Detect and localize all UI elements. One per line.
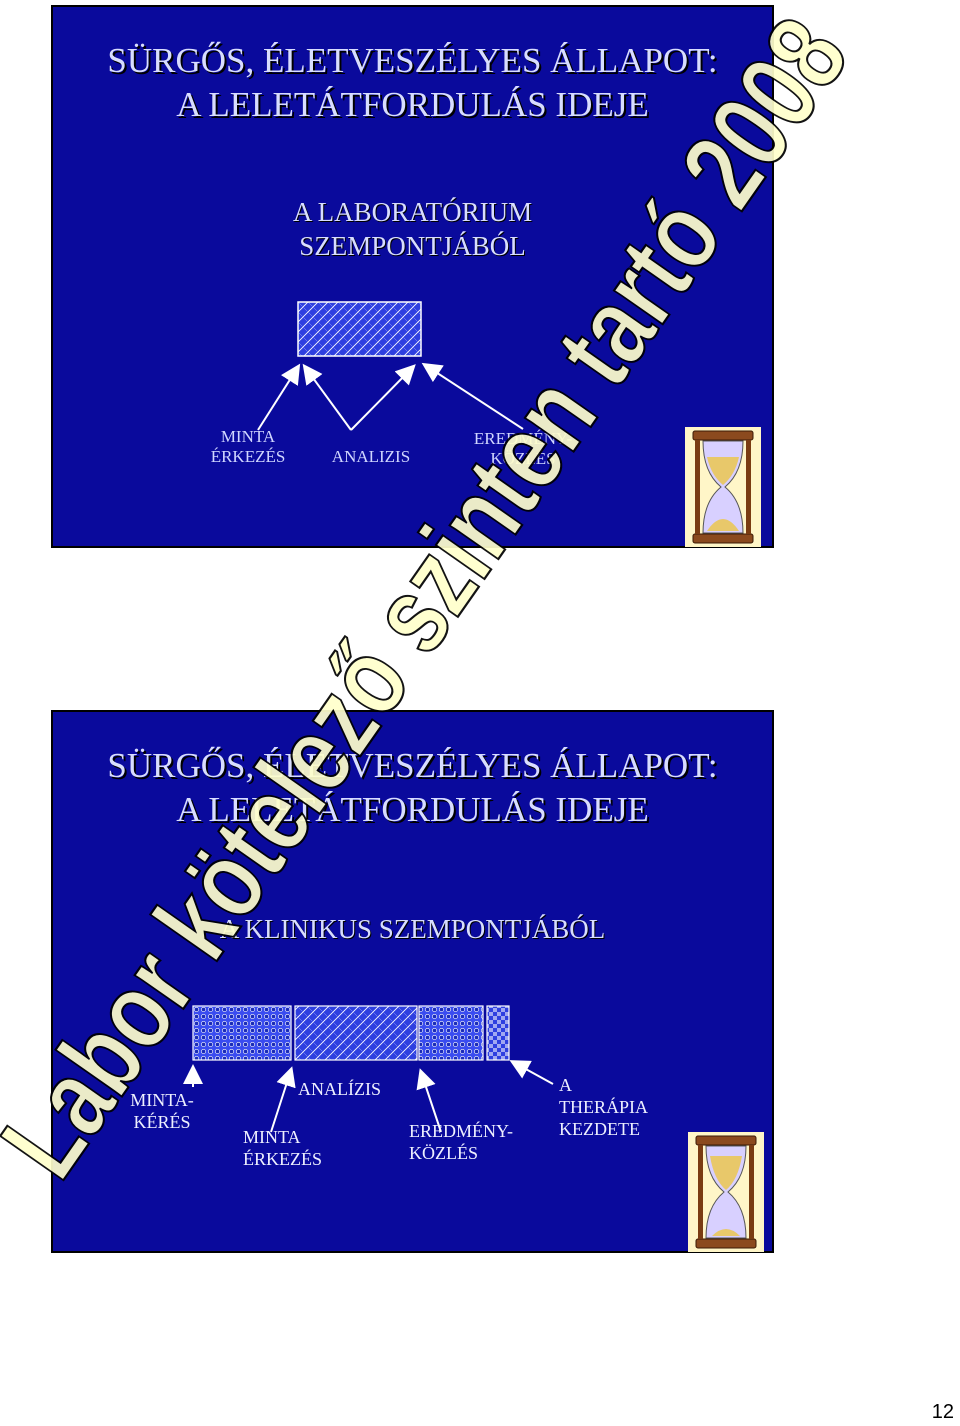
slide2-title-line2: A LELETÁTFORDULÁS IDEJE — [176, 790, 649, 829]
block-minta-keres — [192, 1005, 292, 1061]
arrow-terapia — [509, 1060, 554, 1085]
label-terapia-1: A — [559, 1075, 572, 1095]
label-analizis2: ANALÍZIS — [298, 1079, 381, 1099]
slide2-title: SÜRGŐS, ÉLETVESZÉLYES ÁLLAPOT: A LELETÁT… — [53, 744, 772, 832]
label-terapia-2: THERÁPIA — [559, 1097, 648, 1117]
slide2-subtitle: A KLINIKUS SZEMPONTJÁBÓL — [219, 914, 606, 944]
hourglass-icon-2 — [688, 1132, 764, 1252]
slide-laboratory: SÜRGŐS, ÉLETVESZÉLYES ÁLLAPOT: A LELETÁT… — [51, 5, 774, 548]
analysis-block — [297, 301, 422, 357]
label-eredmeny: EREDMÉNY- — [473, 429, 573, 448]
block-eredmeny — [418, 1005, 484, 1061]
label-erkezes: ÉRKEZÉS — [210, 447, 286, 466]
slide1-title-line2: A LELETÁTFORDULÁS IDEJE — [176, 85, 649, 124]
label-minta2: MINTA — [243, 1127, 301, 1147]
label-eredmeny-kozles: EREDMÉNY- KÖZLÉS — [453, 429, 593, 469]
page-number: 12 — [931, 1401, 954, 1423]
block-analizis — [294, 1005, 418, 1061]
slide1-subtitle-line2: SZEMPONTJÁBÓL — [299, 231, 526, 261]
label-minta: MINTA — [220, 427, 276, 446]
arrow-minta-erkezes2 — [270, 1066, 296, 1133]
label-minta-keres: MINTA- KÉRÉS — [117, 1089, 207, 1133]
slide1-title-line1: SÜRGŐS, ÉLETVESZÉLYES ÁLLAPOT: — [107, 41, 718, 80]
label-eredmeny-kozles2: EREDMÉNY- KÖZLÉS — [409, 1120, 549, 1164]
arrow-analizis-right — [350, 364, 416, 431]
slide1-subtitle-line1: A LABORATÓRIUM — [292, 197, 533, 227]
label-analizis: ANALIZIS — [331, 447, 411, 466]
label-minta-keres-1: MINTA- — [130, 1090, 194, 1110]
arrow-eredmeny-kozles — [421, 362, 524, 430]
label-eredmeny2: EREDMÉNY- — [409, 1121, 513, 1141]
block-terapia — [486, 1005, 510, 1061]
label-terapia-3: KEZDETE — [559, 1119, 640, 1139]
label-terapia-kezdete: A THERÁPIA KEZDETE — [559, 1074, 679, 1140]
label-kozles2: KÖZLÉS — [409, 1143, 478, 1163]
slide1-subtitle: A LABORATÓRIUM SZEMPONTJÁBÓL — [53, 195, 772, 263]
label-minta-keres-2: KÉRÉS — [133, 1112, 191, 1132]
label-erkezes2: ÉRKEZÉS — [243, 1149, 322, 1169]
label-minta-erkezes: MINTA ÉRKEZÉS — [193, 427, 303, 467]
slide1-title: SÜRGŐS, ÉLETVESZÉLYES ÁLLAPOT: A LELETÁT… — [53, 39, 772, 127]
slide2-title-line1: SÜRGŐS, ÉLETVESZÉLYES ÁLLAPOT: — [107, 746, 718, 785]
arrow-analizis-left — [302, 363, 352, 431]
slide-clinical: SÜRGŐS, ÉLETVESZÉLYES ÁLLAPOT: A LELETÁT… — [51, 710, 774, 1253]
label-minta-erkezes2: MINTA ÉRKEZÉS — [243, 1126, 353, 1170]
hourglass-icon — [685, 427, 761, 547]
arrow-minta-erkezes — [257, 363, 301, 431]
label-kozles: KÖZLÉS — [490, 449, 556, 468]
